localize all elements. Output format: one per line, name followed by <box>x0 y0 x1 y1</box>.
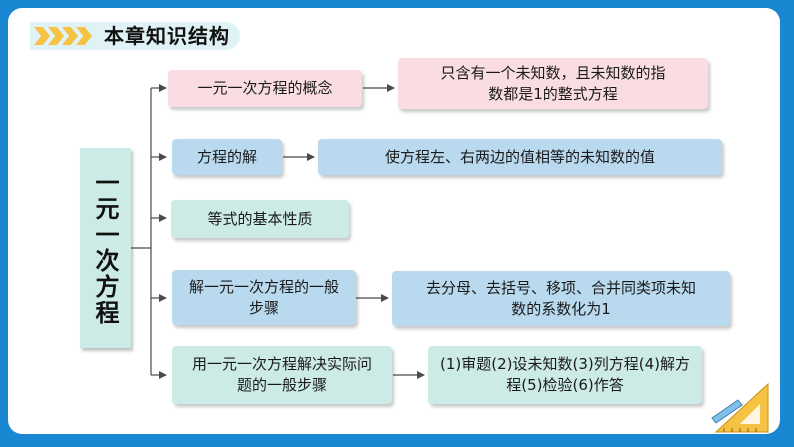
chevrons-icon <box>34 27 92 45</box>
steps-detail-box: 去分母、去括号、移项、合并同类项未知数的系数化为1 <box>392 271 730 326</box>
concept-definition: 只含有一个未知数，且未知数的指数都是1的整式方程 <box>440 63 666 103</box>
page-title: 本章知识结构 <box>104 24 230 48</box>
ruler-triangle-icon <box>711 382 769 433</box>
concept-box: 一元一次方程的概念 <box>168 70 362 107</box>
equality-properties-label: 等式的基本性质 <box>207 209 313 228</box>
steps-label: 解一元一次方程的一般步骤 <box>188 277 339 317</box>
center-topic-box: 一元一次方程 <box>80 148 131 348</box>
title-bar <box>30 22 240 50</box>
steps-box: 解一元一次方程的一般步骤 <box>172 270 356 325</box>
solution-definition-box: 使方程左、右两边的值相等的未知数的值 <box>318 139 722 175</box>
solution-definition: 使方程左、右两边的值相等的未知数的值 <box>384 147 655 166</box>
solution-label: 方程的解 <box>196 147 257 166</box>
equality-properties-box: 等式的基本性质 <box>171 200 349 238</box>
solution-box: 方程的解 <box>172 139 282 175</box>
application-steps: (1)审题(2)设未知数(3)列方程(4)解方程(5)检验(6)作答 <box>440 355 690 394</box>
application-label: 用一元一次方程解决实际问题的一般步骤 <box>192 355 373 394</box>
steps-detail: 去分母、去括号、移项、合并同类项未知数的系数化为1 <box>425 278 696 318</box>
center-topic-label: 一元一次方程 <box>91 170 119 326</box>
concept-label: 一元一次方程的概念 <box>197 79 333 97</box>
application-steps-box: (1)审题(2)设未知数(3)列方程(4)解方程(5)检验(6)作答 <box>428 346 702 404</box>
application-box: 用一元一次方程解决实际问题的一般步骤 <box>172 346 392 404</box>
concept-definition-box: 只含有一个未知数，且未知数的指数都是1的整式方程 <box>398 58 708 109</box>
